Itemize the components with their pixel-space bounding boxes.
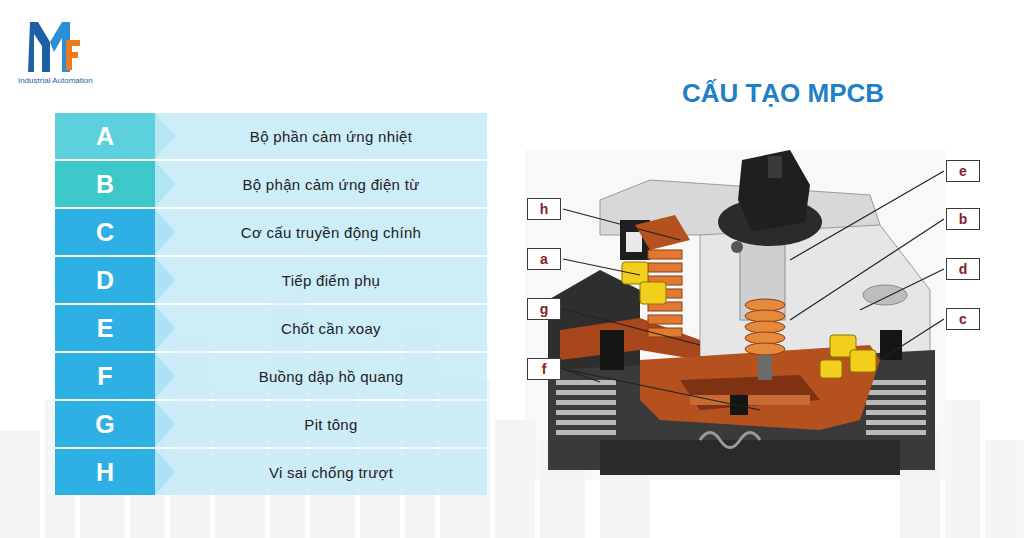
callout-box: d xyxy=(946,258,980,280)
description-band: Buồng dập hồ quang xyxy=(155,353,487,399)
row-letter: G xyxy=(55,401,155,447)
callout-box: e xyxy=(946,160,980,182)
row-description: Buồng dập hồ quang xyxy=(259,368,404,385)
description-band: Bộ phận cảm ứng điện từ xyxy=(155,161,487,207)
callout-letter: a xyxy=(540,251,548,267)
description-band: Cơ cấu truyền động chính xyxy=(155,209,487,255)
row-letter: F xyxy=(55,353,155,399)
callout-letter: c xyxy=(959,311,967,327)
callout-letter: f xyxy=(542,361,547,377)
row-letter: A xyxy=(55,113,155,159)
row-description: Bộ phần cảm ứng nhiệt xyxy=(250,128,412,145)
row-description: Tiếp điểm phụ xyxy=(282,272,380,289)
description-band: Bộ phần cảm ứng nhiệt xyxy=(155,113,487,159)
row-letter: H xyxy=(55,449,155,495)
callout-letter: d xyxy=(959,261,968,277)
callout-letter: g xyxy=(540,301,549,317)
row-description: Bộ phận cảm ứng điện từ xyxy=(242,176,419,193)
callout-box: b xyxy=(946,208,980,230)
callout-letter: h xyxy=(540,201,549,217)
callout-box: g xyxy=(527,298,561,320)
callout-box: c xyxy=(946,308,980,330)
description-band: Tiếp điểm phụ xyxy=(155,257,487,303)
description-band: Chốt cần xoay xyxy=(155,305,487,351)
callout-letter: e xyxy=(959,163,967,179)
row-letter: D xyxy=(55,257,155,303)
callout-box: a xyxy=(527,248,561,270)
diagram-title: CẤU TẠO MPCB xyxy=(560,78,1006,109)
callout-letter: b xyxy=(959,211,968,227)
row-description: Cơ cấu truyền động chính xyxy=(241,224,421,241)
row-description: Vi sai chống trượt xyxy=(269,464,393,481)
callout-box: f xyxy=(527,358,561,380)
description-band: Vi sai chống trượt xyxy=(155,449,487,495)
callout-box: h xyxy=(527,198,561,220)
row-letter: C xyxy=(55,209,155,255)
row-letter: B xyxy=(55,161,155,207)
row-description: Pit tông xyxy=(304,416,357,433)
row-description: Chốt cần xoay xyxy=(281,320,381,337)
logo-tagline: Industrial Automation xyxy=(18,76,93,85)
description-band: Pit tông xyxy=(155,401,487,447)
row-letter: E xyxy=(55,305,155,351)
